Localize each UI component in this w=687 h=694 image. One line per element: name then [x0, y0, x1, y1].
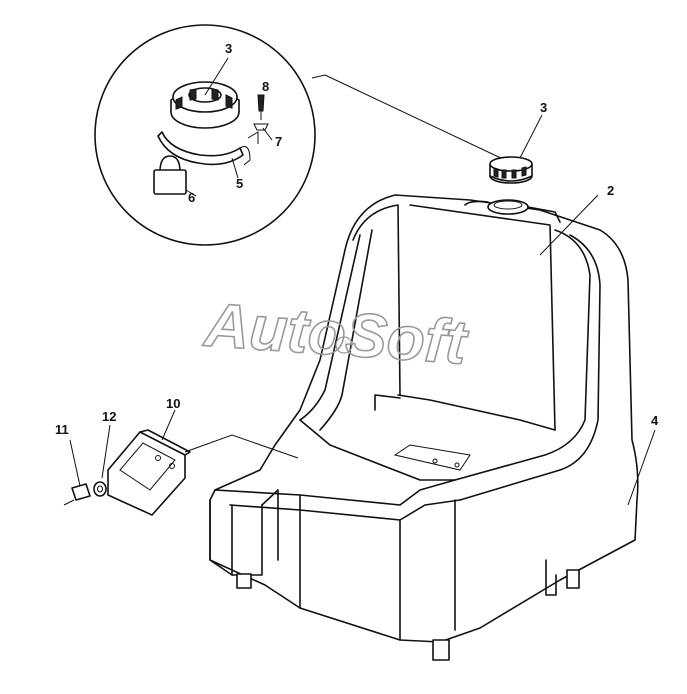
inset-padlock [153, 155, 197, 197]
callout-6: 6 [188, 190, 195, 205]
callout-4: 4 [651, 413, 659, 428]
callout-7: 7 [275, 134, 282, 149]
inset-fuel-cap [170, 57, 240, 129]
callout-11: 11 [55, 422, 69, 437]
callout-10: 10 [166, 396, 180, 411]
callout-3-main: 3 [540, 100, 547, 115]
fuel-tank-body [209, 194, 656, 661]
mounting-bracket [107, 409, 191, 516]
bracket-leader [184, 434, 299, 459]
bolt-and-washer [63, 424, 111, 506]
callout-2: 2 [607, 183, 614, 198]
callout-3-inset: 3 [225, 41, 232, 56]
callout-5: 5 [236, 176, 243, 191]
watermark-o-circle [335, 336, 353, 354]
detail-inset [94, 24, 506, 246]
callout-12: 12 [102, 409, 116, 424]
inset-chain-strap [157, 131, 251, 179]
inset-screw [247, 94, 273, 144]
main-fuel-cap [489, 114, 543, 184]
callout-8: 8 [262, 79, 269, 94]
